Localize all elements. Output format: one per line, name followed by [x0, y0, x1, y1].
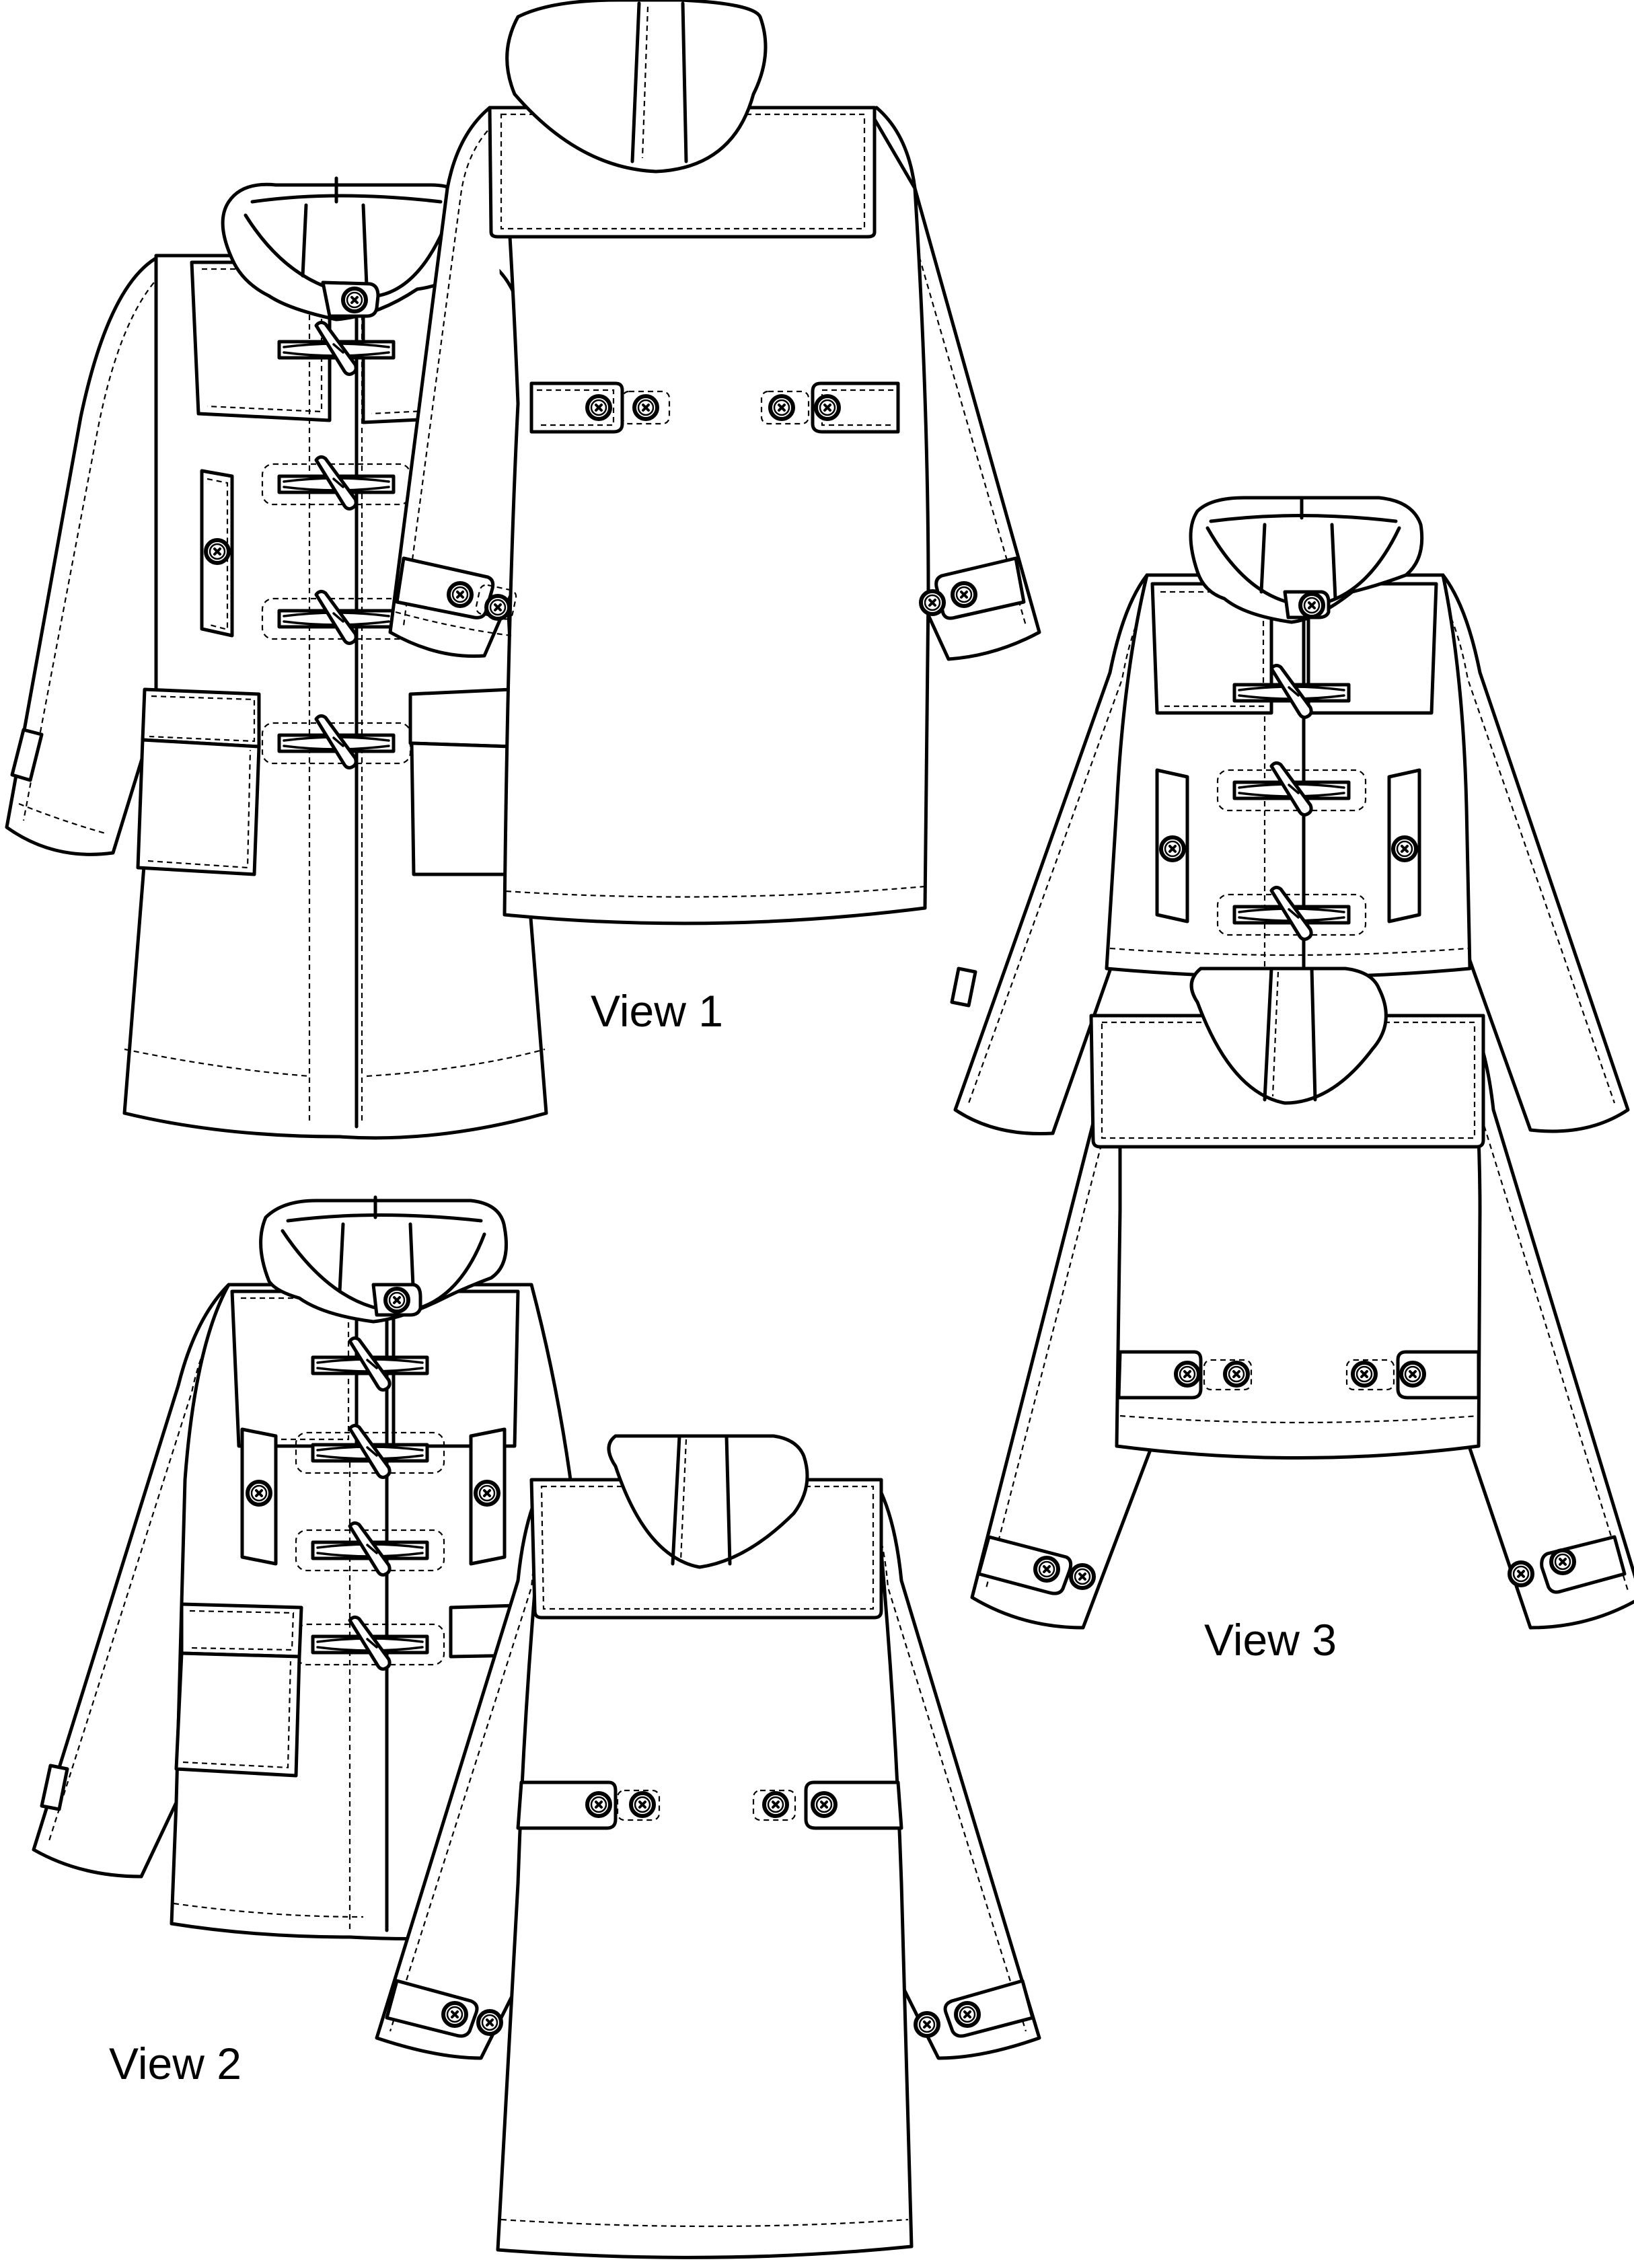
view3-back-jacket	[970, 967, 1634, 1630]
view1-back-button-icon	[816, 396, 839, 419]
view3-cuff-button-icon	[1551, 1550, 1574, 1573]
view3-back-button-icon	[1225, 1363, 1248, 1386]
view2-cuff-button-icon	[916, 2013, 938, 2036]
view2-back-button-icon	[587, 1793, 610, 1816]
view1-front-right-patch-pocket	[410, 741, 520, 876]
view1-back-button-icon	[634, 396, 657, 419]
view1-front-welt-button-icon	[206, 540, 229, 563]
view2-front-coat	[32, 1195, 607, 1940]
view2-front-welt-button-icon	[248, 1482, 270, 1505]
view3-front-right-yoke	[1306, 582, 1438, 715]
view2-front-left-patch-pocket	[174, 1651, 301, 1778]
view3-front-right-sleeve	[1441, 573, 1630, 1133]
view3-front-sleeve-tab	[950, 967, 977, 1008]
view1-label: View 1	[591, 986, 723, 1036]
view1-back-coat	[388, 0, 1041, 925]
view1-front-left-sleeve	[5, 257, 158, 856]
view1-hood-tab-button-icon	[343, 289, 366, 311]
view1-back-right-waist-tab	[811, 381, 900, 434]
view2-hood-tab-button-icon	[385, 1289, 408, 1312]
view3-cuff-button-icon	[1510, 1562, 1532, 1585]
view2-front-right-yoke	[392, 1289, 520, 1448]
view2-front-welt-button-icon	[476, 1482, 498, 1505]
view3-back-button-icon	[1353, 1363, 1376, 1386]
view2-back-button-icon	[764, 1793, 787, 1816]
view3-back-hood	[1189, 967, 1388, 1105]
view2-back-button-icon	[631, 1793, 654, 1816]
view1-cuff-button-icon	[449, 583, 472, 606]
view3-cuff-button-icon	[1035, 1558, 1058, 1581]
view2-cuff-button-icon	[956, 2003, 979, 2026]
view3-front-jacket	[950, 496, 1630, 1136]
view2-back-coat	[375, 1434, 1041, 2259]
view2-cuff-button-icon	[478, 2011, 501, 2034]
view2-back-hood	[607, 1434, 809, 1569]
view3-back-button-icon	[1176, 1363, 1199, 1386]
view1-front-left-patch-pocket	[136, 738, 261, 876]
view2-cuff-button-icon	[443, 2003, 466, 2026]
view1-back-left-sleeve	[388, 106, 520, 658]
view2-front-hood	[259, 1199, 508, 1324]
view3-front-hood	[1189, 496, 1424, 624]
view2-back-button-icon	[813, 1793, 835, 1816]
view2-back-body	[496, 1478, 914, 2259]
view3-label: View 3	[1204, 1615, 1337, 1665]
view2-back-right-sleeve	[872, 1478, 1041, 2060]
view1-cuff-button-icon	[921, 591, 944, 614]
view2-front-sleeve-tab	[40, 1764, 69, 1811]
view1-back-button-icon	[770, 396, 793, 419]
view3-front-welt-button-icon	[1393, 837, 1416, 860]
view3-cuff-button-icon	[1071, 1565, 1094, 1588]
view3-hood-tab-button-icon	[1300, 594, 1323, 617]
view1-front-sleeve-tab	[10, 728, 44, 782]
view1-cuff-button-icon	[953, 583, 975, 606]
view1-front-right-pocket-flap	[408, 687, 515, 749]
view1-cuff-button-icon	[486, 596, 509, 619]
view1-back-button-icon	[587, 396, 610, 419]
view1-back-body	[499, 106, 930, 925]
view2-label: View 2	[109, 2039, 242, 2088]
view3-back-button-icon	[1401, 1363, 1424, 1386]
view3-front-welt-button-icon	[1161, 837, 1184, 860]
view3-front-left-sleeve	[953, 573, 1149, 1136]
